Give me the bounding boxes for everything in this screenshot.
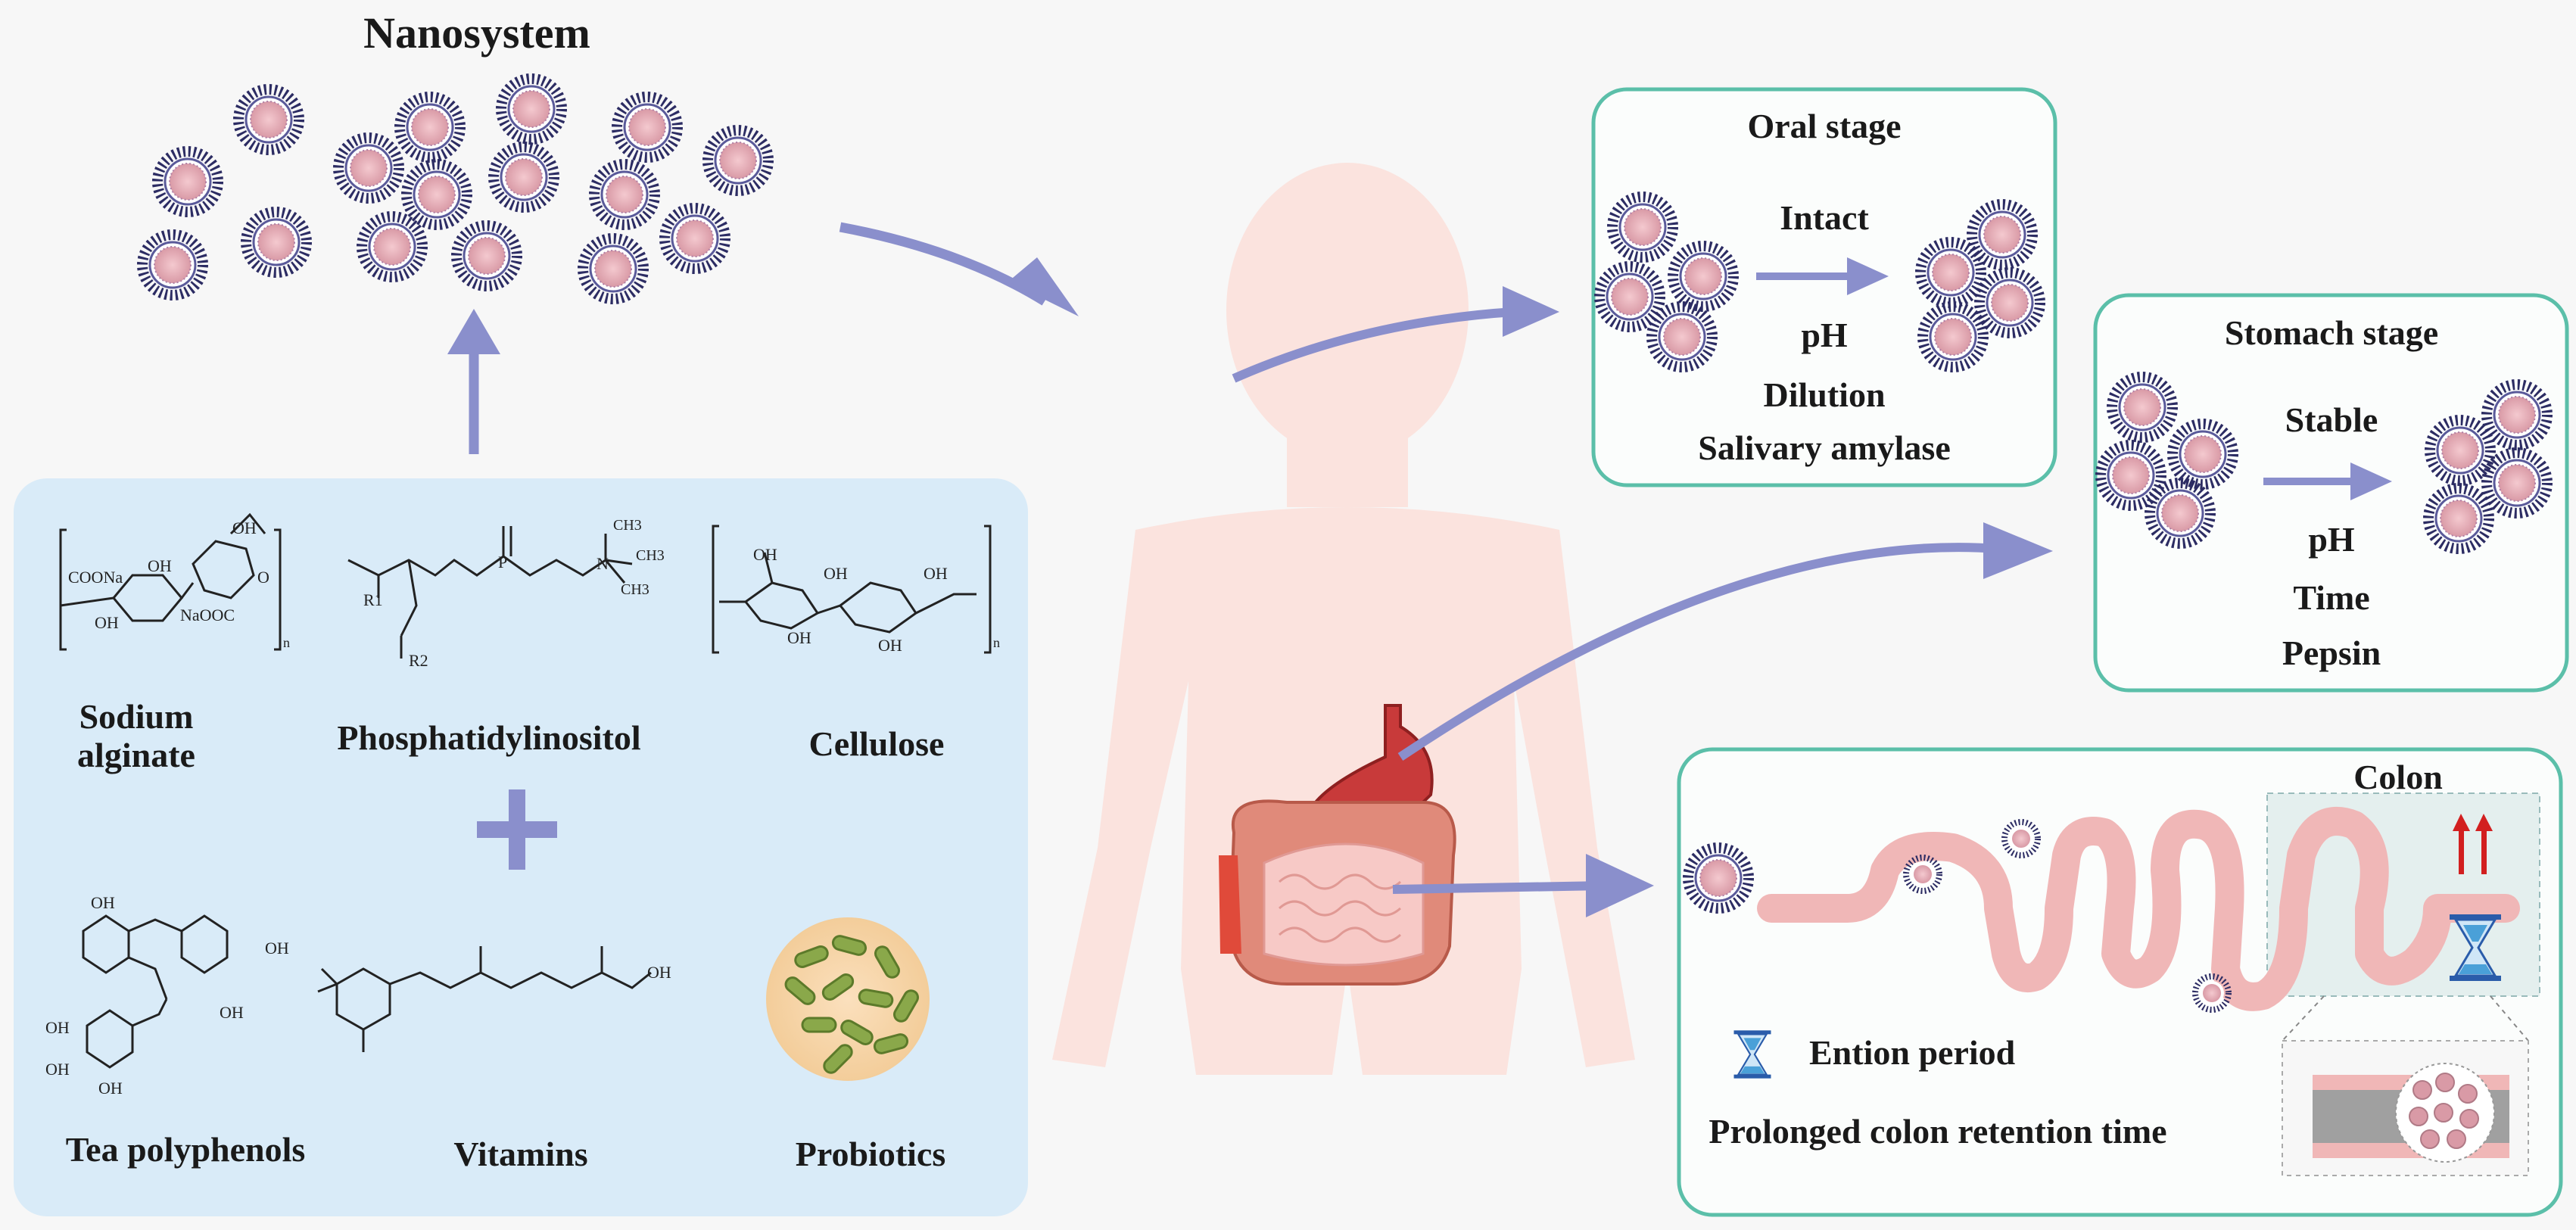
ascending-colon xyxy=(1219,855,1241,954)
cellulose-label: Cellulose xyxy=(808,724,945,763)
oral-factor-dilution: Dilution xyxy=(1763,375,1886,414)
intestine-to-colon-arrow-head xyxy=(1586,854,1654,917)
oral-intact-label: Intact xyxy=(1780,198,1869,237)
structure-oh: OH xyxy=(753,545,777,564)
nanoparticle-icon xyxy=(400,97,460,157)
zoom-lines xyxy=(2282,995,2529,1042)
colon-retention-caption: Prolonged colon retention time xyxy=(1709,1112,2167,1151)
nanoparticle-icon xyxy=(238,89,299,150)
nanoparticle-icon xyxy=(617,97,677,157)
nanoparticle-icon xyxy=(338,138,399,198)
mouth-to-oral-arrow-head xyxy=(1503,286,1559,337)
red-up-arrows-icon xyxy=(2453,814,2493,874)
intestine-folds xyxy=(1278,873,1402,943)
phosphatidylinositol-label: Phosphatidylinositol xyxy=(337,718,641,757)
sodium-alginate-structure xyxy=(59,512,282,651)
stomach-stage-box xyxy=(2093,293,2569,693)
structure-o: O xyxy=(257,568,269,587)
vitamin-structure xyxy=(317,946,652,1052)
nanoparticle-icon xyxy=(501,79,562,139)
stomach-factor-ph: pH xyxy=(2308,520,2355,559)
phosphatidylinositol-structure xyxy=(347,526,633,659)
sodium-alginate-line1: Sodium xyxy=(79,697,194,736)
structure-n-plus: N xyxy=(596,554,609,573)
structure-oh: OH xyxy=(878,636,902,655)
nanosystem-to-body-arrow xyxy=(839,222,1048,306)
oral-factor-ph: pH xyxy=(1801,316,1848,354)
nanoparticle-icon xyxy=(665,208,725,269)
structure-ch3: CH3 xyxy=(621,581,649,598)
nanoparticle-icon xyxy=(246,212,307,272)
alginate-naooc: NaOOC xyxy=(180,606,235,624)
structure-oh: OH xyxy=(91,893,115,912)
structure-oh: OH xyxy=(95,613,119,632)
probiotic-rods xyxy=(784,935,919,1074)
alginate-coona: COONa xyxy=(68,568,123,587)
intestine-to-colon-arrow xyxy=(1392,881,1606,894)
stomach-factor-pepsin: Pepsin xyxy=(2282,634,2381,672)
oral-stage-box xyxy=(1591,87,2057,487)
structure-oh: OH xyxy=(924,564,948,583)
structure-p: P xyxy=(498,553,507,571)
nanosystem-to-body-arrow-head xyxy=(1008,257,1079,316)
nanoparticle-icon xyxy=(406,164,467,225)
retained-particles xyxy=(2409,1073,2479,1149)
oral-stage-title: Oral stage xyxy=(1747,107,1902,145)
structure-n: n xyxy=(993,635,1000,650)
structure-r1: R1 xyxy=(363,590,383,609)
sodium-alginate-label: Sodium alginate xyxy=(77,697,195,774)
structure-oh: OH xyxy=(148,556,172,575)
nanosystem-cluster xyxy=(142,79,768,299)
structure-oh: OH xyxy=(220,1003,244,1022)
tea-polyphenols-label: Tea polyphenols xyxy=(65,1130,306,1169)
tea-polyphenol-structure xyxy=(82,914,229,1069)
nanoparticle-icon xyxy=(362,216,422,277)
human-body-silhouette xyxy=(1052,163,1635,1075)
nanoparticle-icon xyxy=(583,238,643,299)
ention-period-label: Ention period xyxy=(1809,1033,2016,1072)
stomach-stable-label: Stable xyxy=(2285,400,2378,439)
intestinal-tube xyxy=(1757,807,2520,1011)
nanoparticle-icon xyxy=(142,235,203,295)
structure-oh: OH xyxy=(232,518,257,537)
structure-oh: OH xyxy=(787,628,811,647)
stomach-to-stage-arrow-head xyxy=(1983,522,2053,579)
structure-n: n xyxy=(283,635,290,650)
structure-ch3: CH3 xyxy=(636,547,665,564)
structure-oh: OH xyxy=(98,1079,123,1098)
nanoparticle-icon xyxy=(157,151,218,212)
stomach-stage-title: Stomach stage xyxy=(2224,313,2439,352)
structure-oh: OH xyxy=(45,1018,70,1037)
colon-title: Colon xyxy=(2353,758,2443,796)
sodium-alginate-line2: alginate xyxy=(77,735,195,774)
mouth-to-oral-arrow xyxy=(1232,307,1515,383)
up-arrow-head xyxy=(447,309,500,354)
structure-oh: OH xyxy=(647,963,671,982)
structure-oh: OH xyxy=(45,1060,70,1079)
vitamins-label: Vitamins xyxy=(453,1135,588,1173)
nanoparticle-icon xyxy=(708,130,768,191)
nanosystem-title: Nanosystem xyxy=(363,8,590,58)
stomach-factor-time: Time xyxy=(2293,578,2370,617)
stomach-stable-arrow-head xyxy=(2350,462,2392,500)
structure-r2: R2 xyxy=(409,651,428,670)
nanoparticle-icon xyxy=(456,226,517,286)
structure-ch3: CH3 xyxy=(613,517,642,534)
oral-factor-salivary-amylase: Salivary amylase xyxy=(1698,428,1951,467)
nanoparticle-icon xyxy=(494,147,554,207)
structure-oh: OH xyxy=(824,564,848,583)
oral-intact-arrow-head xyxy=(1847,257,1889,295)
stomach-to-stage-arrow xyxy=(1397,543,1999,761)
structure-oh: OH xyxy=(265,939,289,958)
nanoparticle-icon xyxy=(594,164,655,225)
cellulose-structure xyxy=(712,525,992,654)
probiotics-label: Probiotics xyxy=(795,1135,946,1173)
